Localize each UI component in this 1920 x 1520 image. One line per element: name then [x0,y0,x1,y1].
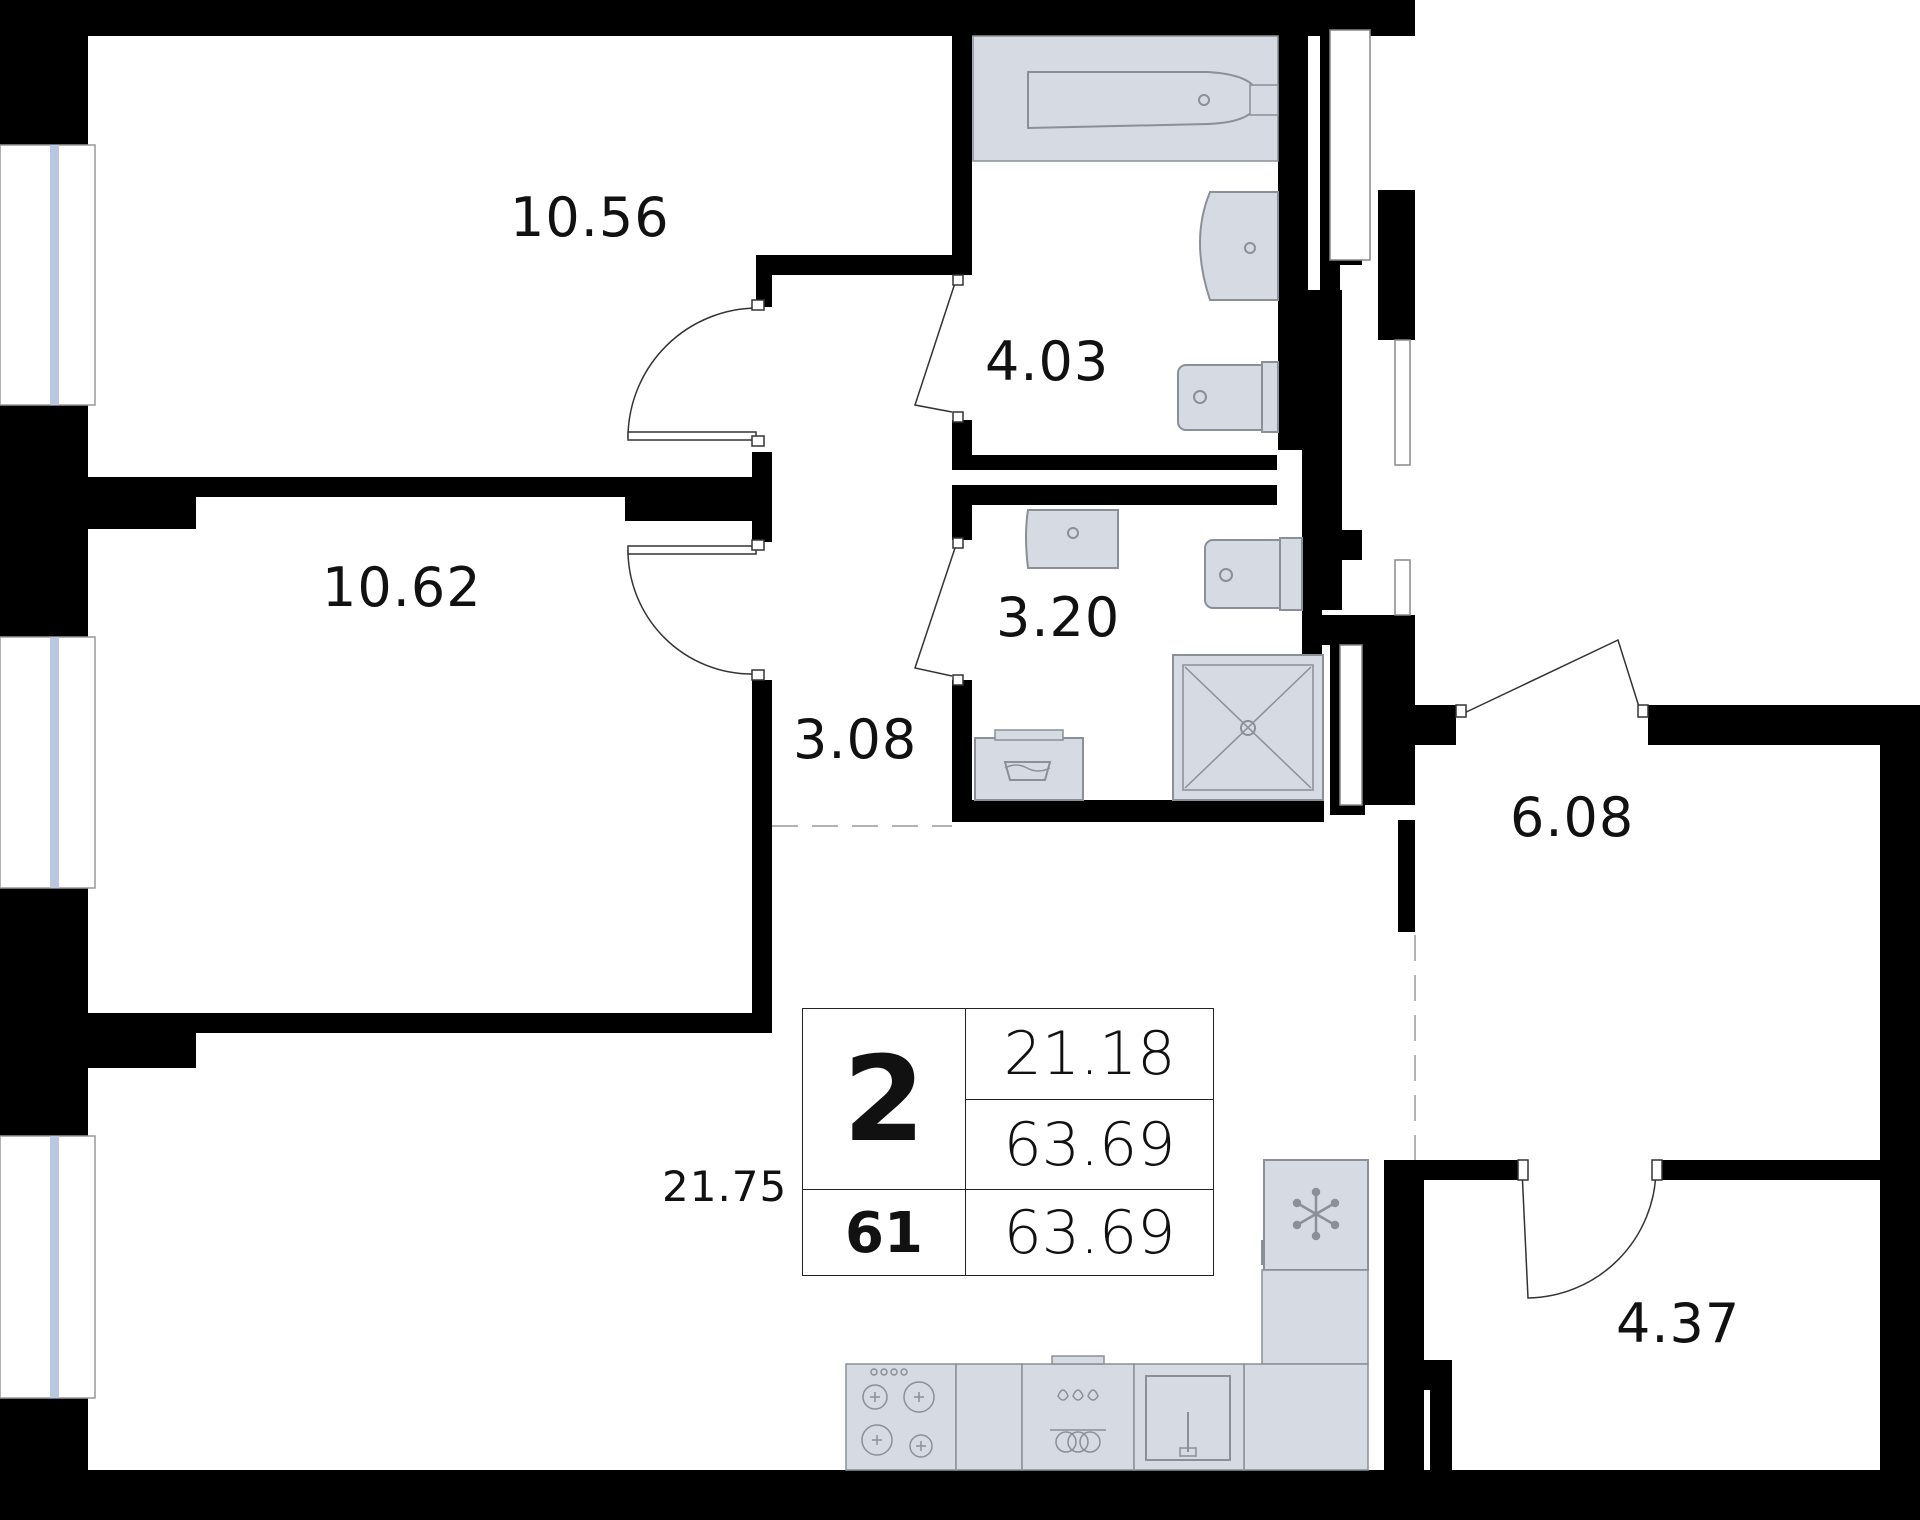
zone-separators [772,825,1416,1160]
apartment-summary: 2 61 21.18 63.69 63.69 [802,1008,1214,1276]
fridge-icon [1261,1159,1369,1271]
kitchen-cabinet [1261,1269,1369,1365]
room-area-corridor: 3.08 [793,708,918,771]
window-2 [0,636,96,889]
rooms-count: 2 [842,1030,926,1168]
room-area-storage: 4.37 [1616,1292,1741,1355]
floor-number: 61 [803,1189,965,1276]
living-area: 21.18 [965,1009,1213,1099]
oven-icon [1021,1355,1135,1471]
room-area-kitchen-living: 21.75 [662,1162,788,1211]
room-area-shower-room: 3.20 [996,586,1121,649]
window-3 [0,1135,96,1399]
kitchen-cabinet [955,1363,1023,1471]
bathtub-icon [972,35,1279,162]
room-area-bedroom-middle: 10.62 [322,556,482,619]
window-1 [0,144,96,406]
snowflake-icon [1292,1187,1340,1241]
stove-icon [845,1363,957,1471]
doors [627,274,1663,1299]
shower-icon [1172,654,1324,801]
room-area-bathroom: 4.03 [985,330,1110,393]
washing-machine-icon [974,729,1084,801]
kitchen-sink-icon [1133,1363,1245,1471]
toilet-icon [1204,537,1303,611]
sink-icon [1199,191,1279,301]
windows [0,29,1411,1399]
total-area: 63.69 [965,1099,1213,1189]
room-area-bedroom-top: 10.56 [510,186,670,249]
toilet-icon [1177,361,1279,433]
total-area-with-balcony: 63.69 [965,1189,1213,1276]
shower-sink-icon [1025,509,1119,569]
room-area-hall: 6.08 [1510,786,1635,849]
kitchen-cabinet [1243,1363,1369,1471]
